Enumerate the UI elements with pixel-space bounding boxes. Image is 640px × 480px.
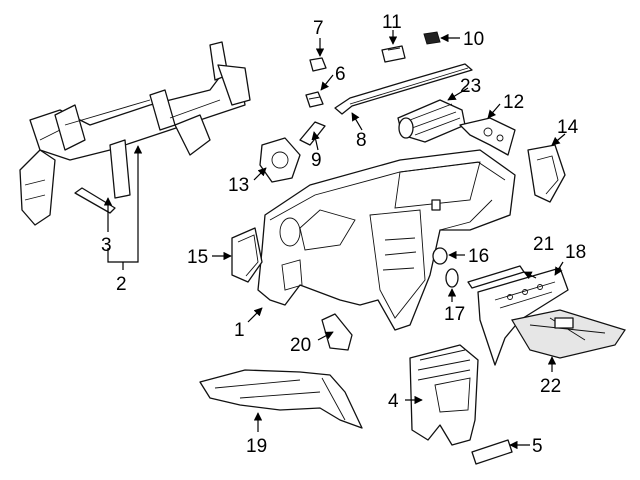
lower-duct	[199, 369, 363, 429]
callout-1: 1	[234, 320, 245, 341]
callout-4: 4	[388, 391, 399, 412]
callout-13: 13	[228, 175, 249, 196]
callout-11: 11	[382, 12, 402, 33]
callout-10: 10	[463, 29, 484, 50]
connector-clip	[305, 91, 324, 108]
glovebox-bin	[511, 309, 626, 359]
support-bracket	[74, 187, 116, 214]
callout-15: 15	[187, 247, 208, 268]
clip-top	[309, 57, 327, 72]
callout-20: 20	[290, 335, 311, 356]
clip-small	[423, 31, 441, 45]
side-bracket	[299, 121, 326, 146]
center-console-duct	[409, 344, 479, 446]
callout-19: 19	[246, 436, 267, 457]
callout-21: 21	[533, 234, 554, 255]
callout-3: 3	[101, 235, 112, 256]
small-switch	[381, 45, 406, 63]
callout-16: 16	[468, 246, 489, 267]
callout-6: 6	[335, 64, 346, 85]
left-end-cap	[231, 227, 263, 283]
callout-2: 2	[116, 274, 127, 295]
glovebox-door	[477, 267, 569, 366]
callout-14: 14	[557, 117, 579, 138]
center-bracket	[321, 313, 353, 351]
round-cap	[432, 247, 448, 265]
center-vent	[397, 99, 466, 143]
leader-lines	[103, 30, 566, 450]
callout-22: 22	[540, 376, 561, 397]
duct-end	[471, 439, 513, 465]
callout-23: 23	[460, 76, 481, 97]
callout-labels: 1 2 3 4 5 6 7 8 9 10 11 12 13 14 15 16 1…	[101, 12, 586, 457]
callout-7: 7	[313, 18, 324, 39]
cross-car-beam	[19, 41, 251, 226]
instrument-panel	[257, 149, 516, 331]
callout-18: 18	[565, 242, 586, 263]
right-side-vent	[527, 144, 566, 203]
callout-12: 12	[503, 92, 524, 113]
callout-9: 9	[311, 150, 322, 171]
callout-17: 17	[444, 304, 465, 325]
callout-8: 8	[356, 130, 367, 151]
left-side-vent	[259, 137, 301, 183]
defroster-strip	[334, 63, 473, 115]
vent-bezel	[459, 117, 516, 156]
round-plug	[445, 268, 459, 288]
callout-5: 5	[532, 436, 543, 457]
